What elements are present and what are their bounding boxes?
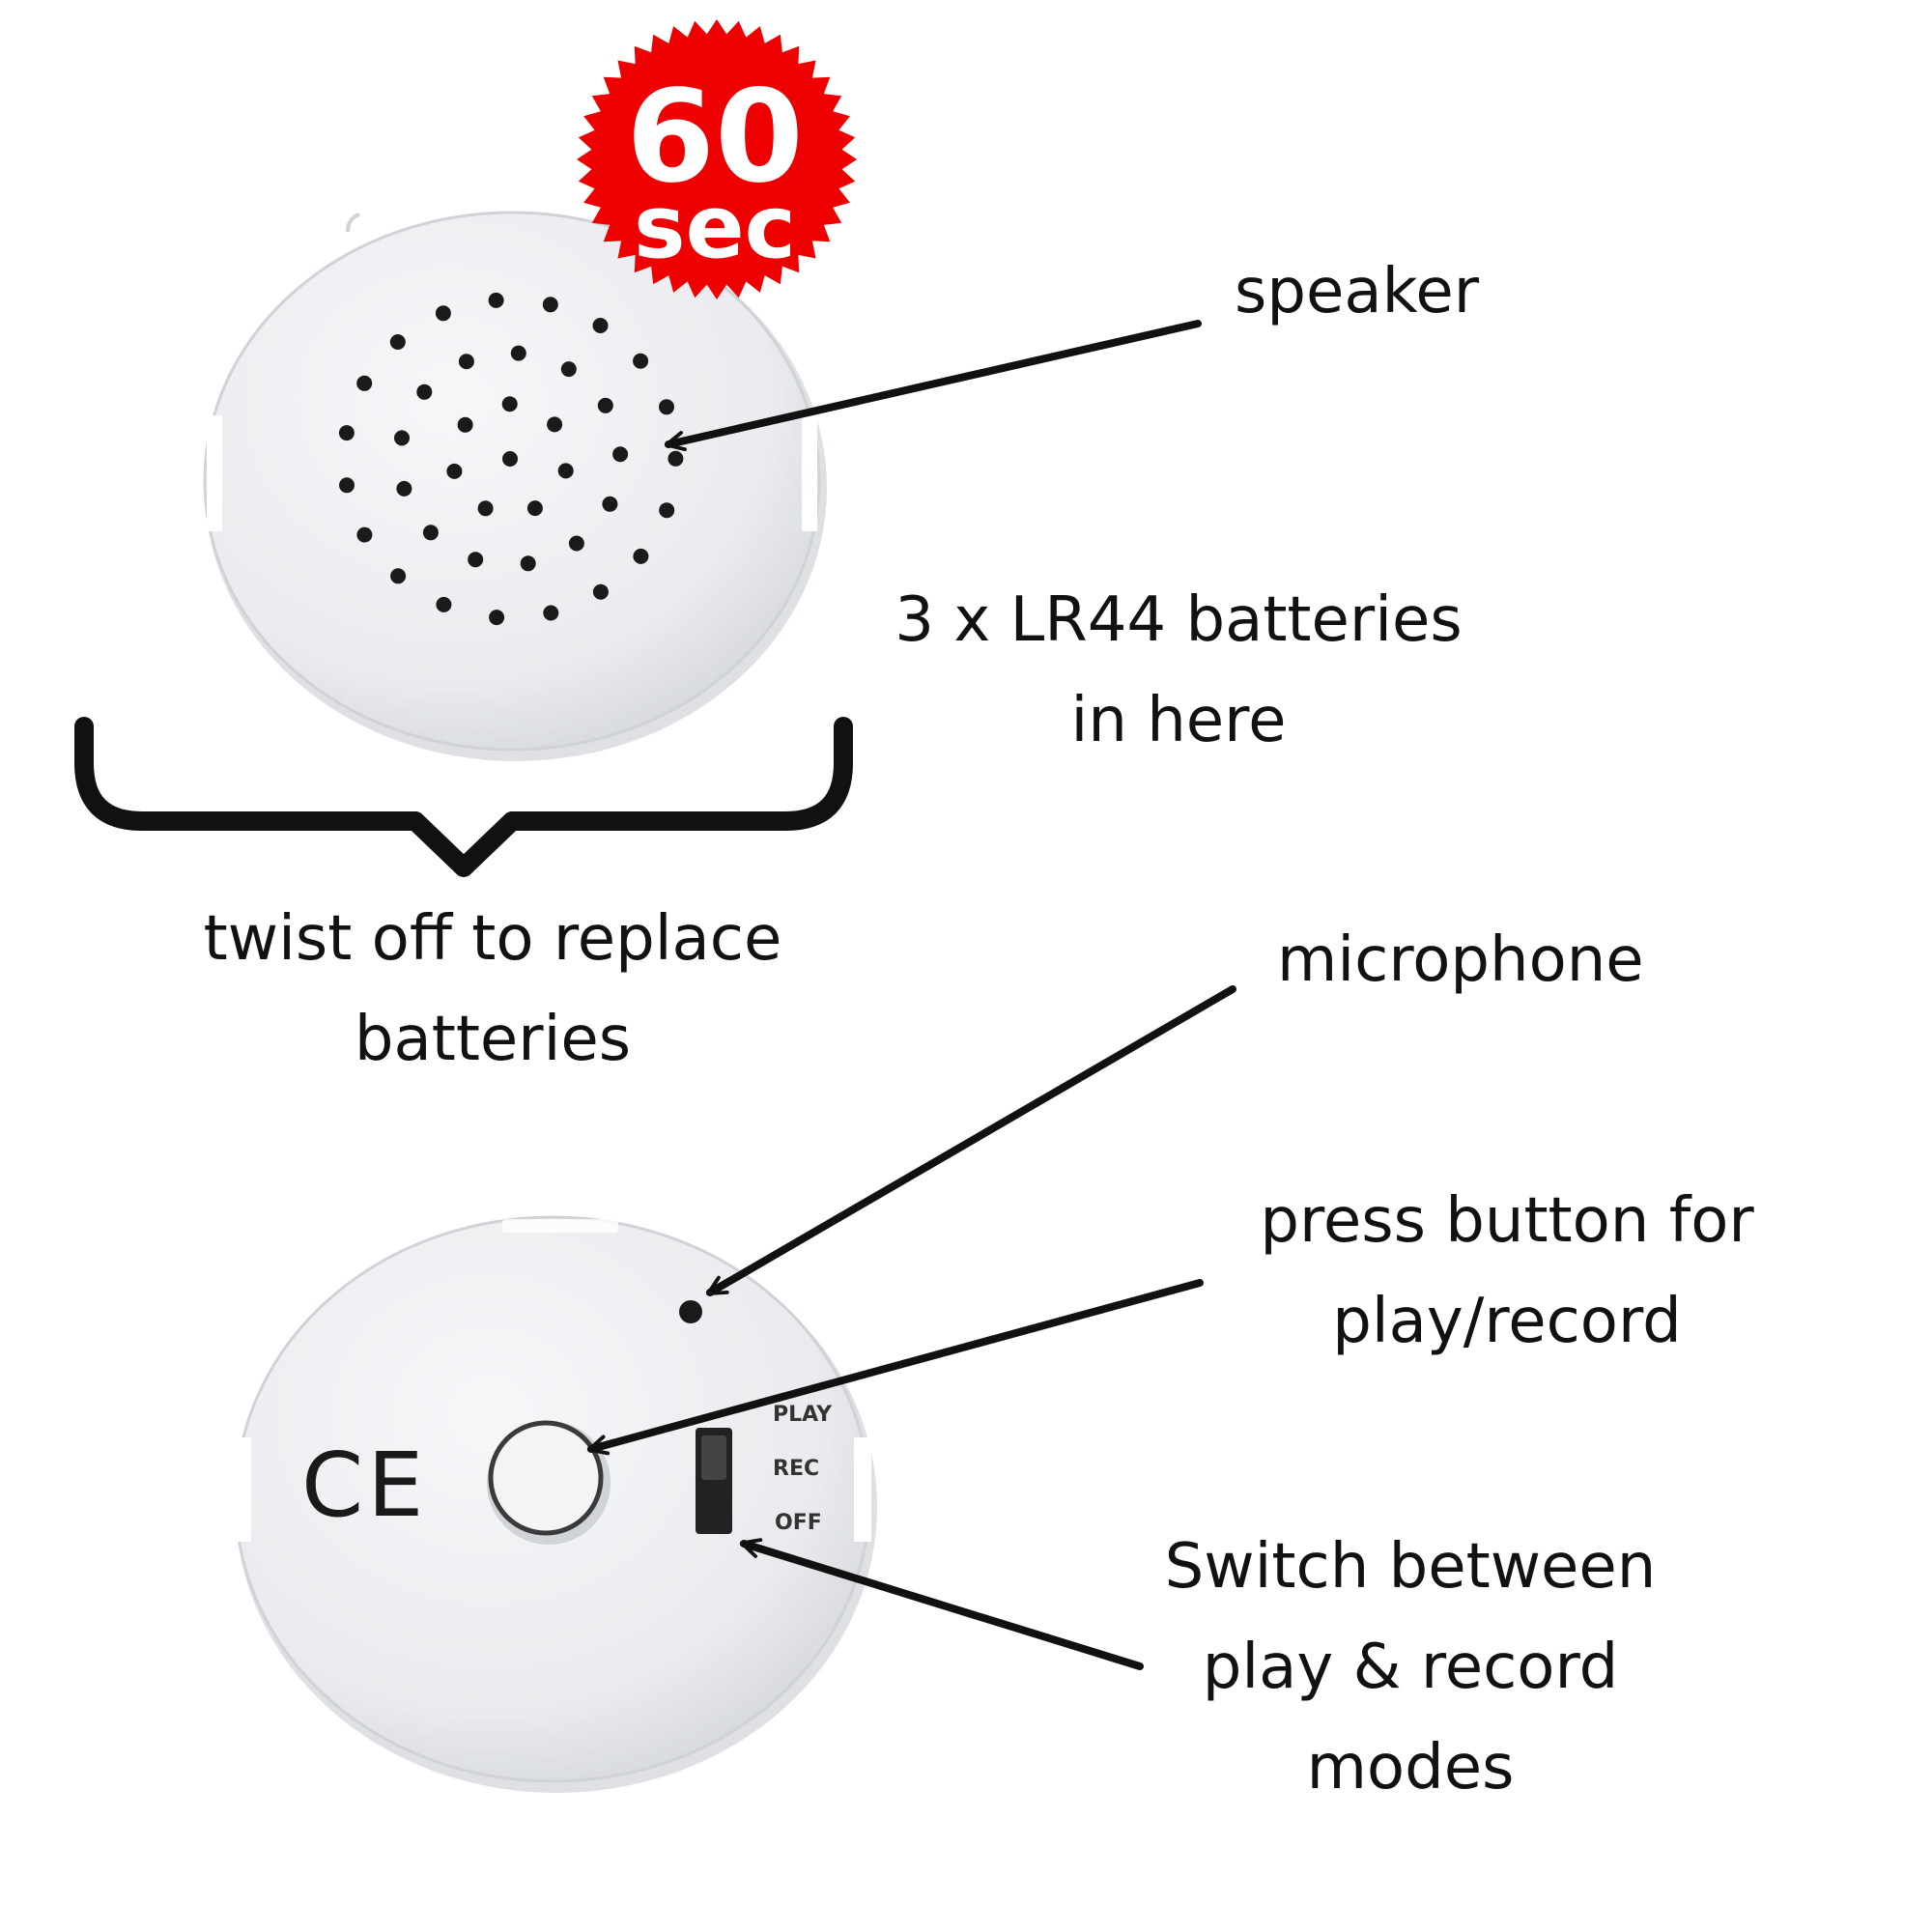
switch-mode-label: Switch between play & record modes: [1164, 1531, 1657, 1804]
speaker-hole: [389, 334, 406, 350]
speaker-device: [203, 211, 827, 761]
speaker-arrow: [664, 320, 1202, 452]
ce-mark-icon: CE: [301, 1434, 428, 1537]
speaker-hole: [436, 596, 452, 612]
speaker-hole: [468, 552, 484, 568]
speaker-hole: [543, 605, 559, 621]
speaker-hole: [520, 555, 536, 572]
speaker-grille-icon: [338, 292, 684, 626]
speaker-hole: [633, 548, 649, 564]
speaker-hole: [356, 375, 373, 391]
button-arrow: [586, 1279, 1204, 1456]
speaker-hole: [457, 416, 473, 433]
speaker-hole: [592, 583, 609, 600]
badge-starburst-icon: [577, 19, 857, 299]
notch-right: [802, 415, 817, 531]
speaker-hole: [338, 425, 355, 441]
speaker-label: speaker: [1235, 256, 1480, 327]
badge-unit: sec: [634, 177, 796, 278]
badge-number: 60: [626, 63, 804, 212]
speaker-hole: [602, 496, 618, 512]
speaker-hole: [502, 451, 518, 467]
speaker-hole: [477, 500, 494, 517]
back-device: [234, 1215, 877, 1793]
speaker-hole: [557, 463, 574, 479]
speaker-hole: [510, 345, 526, 361]
speaker-hole: [501, 396, 518, 412]
speaker-hole: [560, 361, 577, 378]
switch-label-play: PLAY: [773, 1403, 832, 1427]
batteries-label: 3 x LR44 batteries in here: [895, 584, 1463, 756]
speaker-hole: [422, 525, 439, 541]
switch-arrow: [739, 1538, 1144, 1670]
microphone-hole-icon: [679, 1300, 702, 1323]
speaker-hole: [659, 399, 674, 415]
speaker-hole: [597, 397, 613, 413]
speaker-hole: [668, 450, 684, 467]
speaker-hole: [458, 354, 474, 370]
microphone-arrow: [706, 985, 1236, 1296]
speaker-hole: [416, 384, 433, 400]
speaker-hole: [390, 568, 407, 584]
speaker-hole: [547, 416, 563, 433]
speaker-hole: [435, 305, 451, 322]
microphone-label: microphone: [1277, 924, 1644, 996]
brace-icon: [74, 717, 853, 877]
speaker-hole: [488, 292, 504, 308]
speaker-hole: [659, 502, 675, 519]
back-notch-right: [854, 1437, 871, 1542]
speaker-hole: [526, 500, 543, 517]
speaker-hole: [568, 535, 584, 552]
speaker-hole: [446, 463, 463, 479]
speaker-hole: [394, 430, 410, 446]
speaker-hole: [489, 610, 505, 626]
press-label: press button for play/record: [1260, 1185, 1754, 1357]
switch-label-rec: REC: [773, 1457, 820, 1481]
push-button-icon: [487, 1420, 611, 1545]
speaker-hole: [612, 446, 629, 463]
back-notch-left: [234, 1437, 251, 1542]
speaker-hole: [633, 353, 649, 369]
speaker-hole: [339, 477, 355, 494]
speaker-hole: [542, 297, 558, 313]
speaker-hole: [356, 526, 373, 543]
twist-label: twist off to replace batteries: [203, 903, 782, 1075]
slide-switch-icon: [696, 1428, 732, 1534]
notch-left: [207, 415, 222, 531]
speaker-hole: [592, 318, 609, 333]
speaker-hole: [396, 480, 412, 497]
switch-label-off: OFF: [775, 1511, 822, 1535]
